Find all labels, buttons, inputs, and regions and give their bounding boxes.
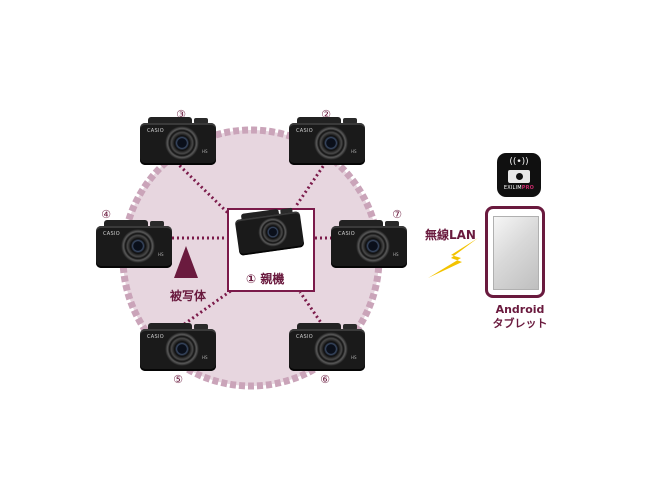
app-logo: EXILIMPRO xyxy=(503,185,535,191)
camera-number-4: ④ xyxy=(101,208,111,221)
tablet-label: Android タブレット xyxy=(492,303,548,330)
wireless-lan-label: 無線LAN xyxy=(425,228,476,242)
camera-number-2: ② xyxy=(321,108,331,121)
camera-number-7: ⑦ xyxy=(392,208,402,221)
camera-number-5: ⑤ xyxy=(173,373,183,386)
wifi-icon: ((•)) xyxy=(509,157,529,167)
camera-number-6: ⑥ xyxy=(320,373,330,386)
wireless-bolt-icon xyxy=(428,238,478,278)
android-tablet-icon xyxy=(485,206,545,298)
exilim-app-icon: ((•)) EXILIMPRO xyxy=(497,153,541,197)
camera-number-3: ③ xyxy=(176,108,186,121)
master-camera-icon xyxy=(234,206,305,258)
master-camera-label: ① 親機 xyxy=(246,272,285,286)
connector-2 xyxy=(294,161,328,207)
tablet-screen xyxy=(493,216,539,290)
subject-label: 被写体 xyxy=(170,289,207,303)
subject-triangle xyxy=(174,246,198,278)
